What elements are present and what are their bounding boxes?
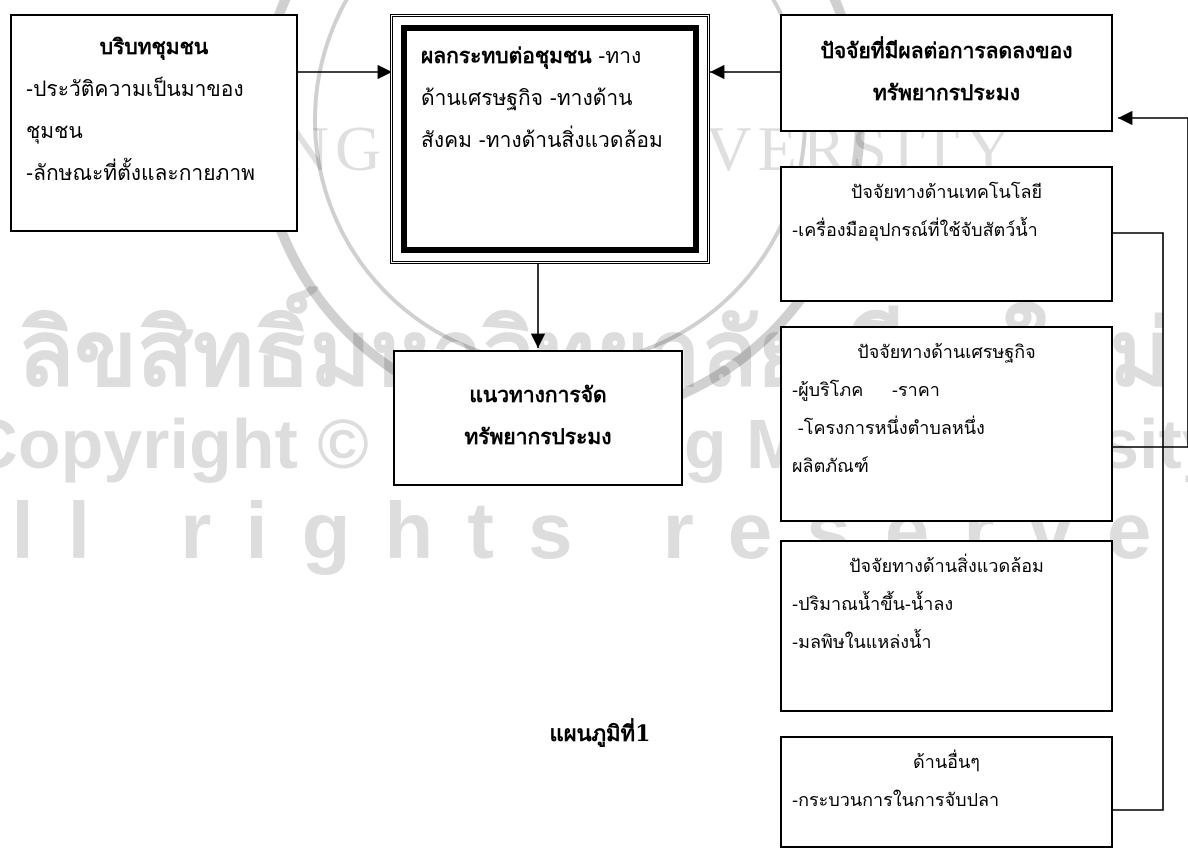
- economic-factor-item: -โครงการหนึ่งตำบลหนึ่ง: [792, 418, 985, 439]
- community-context-item: -ประวัติความเป็นมาของ: [26, 77, 244, 101]
- figure-caption: แผนภูมิที่1: [549, 721, 651, 747]
- environment-factor-title: ปัจจัยทางด้านสิ่งแวดล้อม: [849, 556, 1044, 577]
- environment-factor-item: -ปริมาณน้ำขึ้น-น้ำลง: [792, 594, 954, 615]
- guideline-box: แนวทางการจัด ทรัพยากรประมง: [393, 350, 683, 486]
- factor-bracket-line: [1113, 232, 1164, 811]
- technology-factor-box: ปัจจัยทางด้านเทคโนโลยี -เครื่องมืออุปกรณ…: [780, 166, 1113, 302]
- factors-box: ปัจจัยที่มีผลต่อการลดลงของ ทรัพยากรประมง: [780, 14, 1113, 132]
- impact-item: -ทางด้านสิ่งแวดล้อม: [478, 128, 663, 152]
- community-context-item: ชุมชน: [26, 119, 83, 143]
- technology-factor-item: -เครื่องมืออุปกรณ์ที่ใช้จับสัตว์น้ำ: [792, 220, 1038, 241]
- community-context-box: บริบทชุมชน -ประวัติความเป็นมาของ ชุมชน -…: [10, 14, 298, 232]
- community-context-item: -ลักษณะที่ตั้งและกายภาพ: [26, 161, 255, 185]
- factors-title-line1: ปัจจัยที่มีผลต่อการลดลงของ: [820, 38, 1073, 63]
- other-factor-item: -กระบวนการในการจับปลา: [792, 790, 1000, 811]
- economic-factor-box: ปัจจัยทางด้านเศรษฐกิจ -ผู้บริโภค -ราคา -…: [780, 326, 1113, 522]
- guideline-line1: แนวทางการจัด: [469, 382, 607, 407]
- impact-item: -ทางด้านสังคม: [421, 86, 633, 152]
- impact-item: -ทางด้านเศรษฐกิจ: [421, 44, 642, 110]
- impact-title: ผลกระทบต่อชุมชน: [421, 43, 592, 68]
- technology-factor-title: ปัจจัยทางด้านเทคโนโลยี: [850, 182, 1043, 203]
- other-factor-title: ด้านอื่นๆ: [913, 752, 980, 773]
- economic-factor-title: ปัจจัยทางด้านเศรษฐกิจ: [857, 342, 1036, 363]
- other-factor-box: ด้านอื่นๆ -กระบวนการในการจับปลา: [780, 736, 1113, 848]
- impact-box: ผลกระทบต่อชุมชน -ทางด้านเศรษฐกิจ -ทางด้า…: [390, 14, 710, 264]
- guideline-line2: ทรัพยากรประมง: [464, 424, 612, 449]
- environment-factor-box: ปัจจัยทางด้านสิ่งแวดล้อม -ปริมาณน้ำขึ้น-…: [780, 540, 1113, 712]
- economic-factor-item: -ผู้บริโภค -ราคา: [792, 380, 940, 401]
- factors-title-line2: ทรัพยากรประมง: [872, 80, 1021, 105]
- arrow-to-factors: [1118, 110, 1188, 448]
- environment-factor-item: -มลพิษในแหล่งน้ำ: [792, 632, 932, 653]
- economic-factor-item: ผลิตภัณฑ์: [792, 456, 869, 477]
- community-context-title: บริบทชุมชน: [99, 34, 209, 59]
